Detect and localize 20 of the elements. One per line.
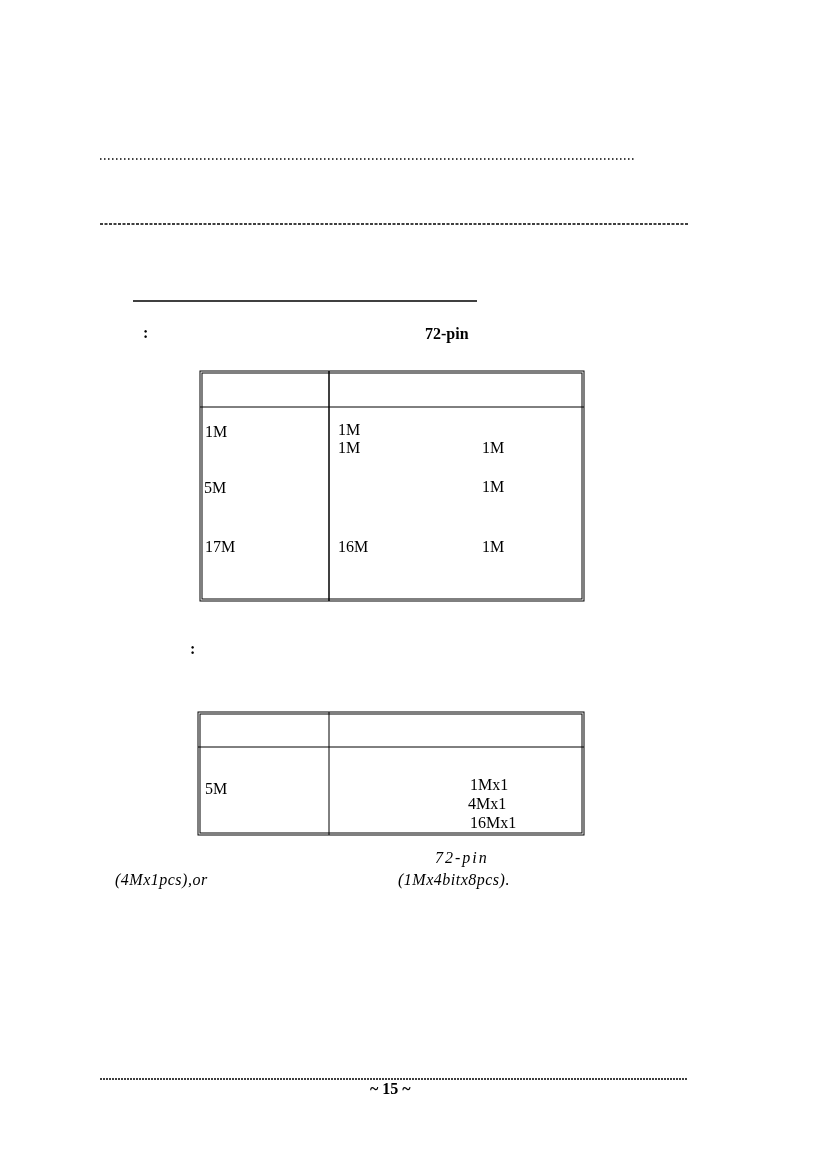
table-cell: 1M bbox=[338, 421, 361, 439]
page-number: ~ 15 ~ bbox=[370, 1080, 411, 1098]
table-cell: 1M bbox=[482, 439, 505, 457]
note-text: (4Mx1pcs),or bbox=[115, 871, 208, 889]
table-cell: 5M bbox=[204, 479, 227, 497]
note-text: (1Mx4bitx8pcs). bbox=[398, 871, 510, 889]
colon: : bbox=[190, 640, 196, 658]
table-cell: 1M bbox=[482, 538, 505, 556]
table-cell: 1M bbox=[482, 478, 505, 496]
note-text: 72-pin bbox=[435, 849, 489, 867]
pin-count: 72-pin bbox=[425, 325, 469, 343]
table-cell: 5M bbox=[205, 780, 228, 798]
table-cell: 17M bbox=[205, 538, 236, 556]
table-cell: 1M bbox=[338, 439, 361, 457]
colon: : bbox=[143, 324, 149, 342]
table-cell: 16Mx1 bbox=[470, 814, 517, 832]
table-cell: 1Mx1 bbox=[470, 776, 509, 794]
table-cell: 4Mx1 bbox=[468, 795, 507, 813]
table-cell: 1M bbox=[205, 423, 228, 441]
table-cell: 16M bbox=[338, 538, 369, 556]
